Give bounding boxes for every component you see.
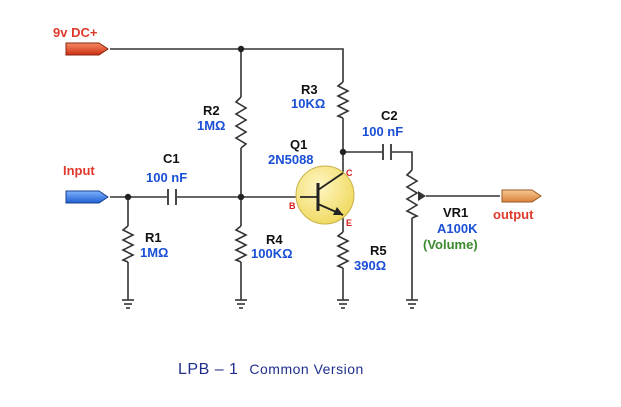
ground-r1 xyxy=(122,299,134,309)
c1-value: 100 nF xyxy=(146,170,187,185)
r1-value: 1MΩ xyxy=(140,245,168,260)
r1-resistor xyxy=(121,225,135,263)
c1-name: C1 xyxy=(163,151,180,166)
junction-supply xyxy=(237,45,245,53)
q1-name: Q1 xyxy=(290,137,307,152)
input-label: Input xyxy=(63,163,95,178)
c2-name: C2 xyxy=(381,108,398,123)
r3-name: R3 xyxy=(301,82,318,97)
q1-pin-b: B xyxy=(289,201,296,211)
r5-name: R5 xyxy=(370,243,387,258)
caption-prefix: LPB – 1 xyxy=(178,361,239,378)
diagram-caption: LPB – 1 Common Version xyxy=(178,361,378,379)
r4-value: 100KΩ xyxy=(251,246,293,261)
q1-transistor xyxy=(295,165,355,225)
vr1-name: VR1 xyxy=(443,205,468,220)
junction-collector xyxy=(339,148,347,156)
output-arrow xyxy=(501,189,542,203)
r5-value: 390Ω xyxy=(354,258,386,273)
ground-vr1 xyxy=(406,299,418,309)
junction-dots xyxy=(124,45,347,201)
q1-pin-c: C xyxy=(346,168,353,178)
junction-input xyxy=(124,193,132,201)
r2-resistor xyxy=(234,96,248,149)
r2-name: R2 xyxy=(203,103,220,118)
q1-value: 2N5088 xyxy=(268,152,314,167)
r3-value: 10KΩ xyxy=(291,96,325,111)
junction-base xyxy=(237,193,245,201)
r4-name: R4 xyxy=(266,232,283,247)
output-label: output xyxy=(493,207,534,222)
caption-suffix: Common Version xyxy=(249,361,364,377)
supply-arrow xyxy=(65,42,109,56)
input-arrow xyxy=(65,190,109,204)
vr1-value: A100K xyxy=(437,221,478,236)
c1-capacitor xyxy=(167,189,177,205)
r4-resistor xyxy=(234,225,248,263)
vr1-wiper-arrow xyxy=(418,191,426,201)
ground-r5 xyxy=(337,299,349,309)
vr1-potentiometer xyxy=(405,169,419,219)
ground-r4 xyxy=(235,299,247,309)
r5-resistor xyxy=(336,231,350,269)
r1-name: R1 xyxy=(145,230,162,245)
c2-value: 100 nF xyxy=(362,124,403,139)
c2-capacitor xyxy=(382,144,392,160)
r2-value: 1MΩ xyxy=(197,118,225,133)
supply-label: 9v DC+ xyxy=(53,25,98,40)
q1-pin-e: E xyxy=(346,218,352,228)
r3-resistor xyxy=(336,81,350,119)
vr1-note: (Volume) xyxy=(423,237,478,252)
